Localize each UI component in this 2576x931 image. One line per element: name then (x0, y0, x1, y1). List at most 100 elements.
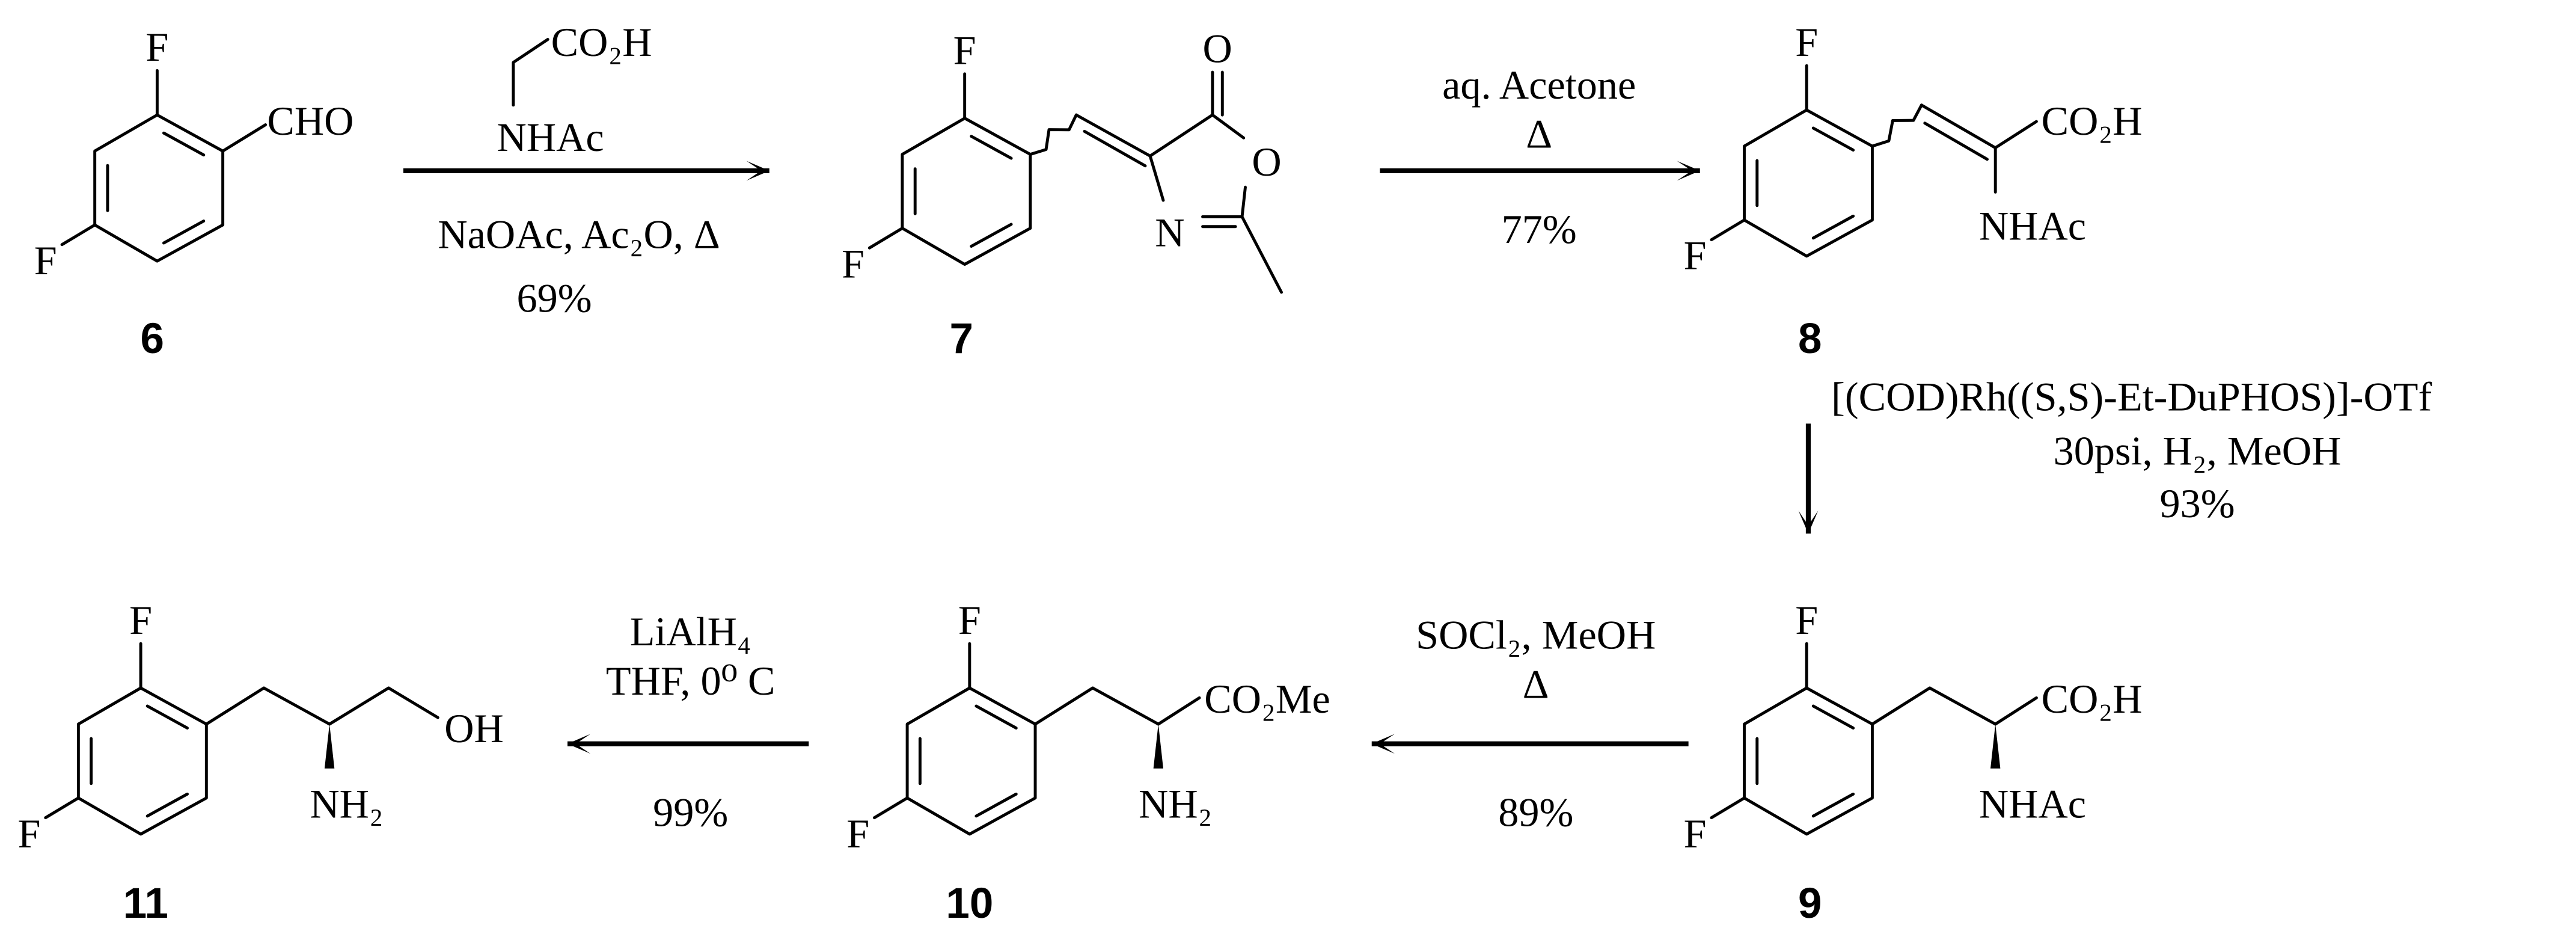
arrow-head (1371, 734, 1395, 754)
wedge-bond (324, 724, 335, 769)
c-f-bond (873, 796, 909, 820)
benzene-ring (1743, 108, 1874, 258)
arrow-head (1798, 511, 1819, 534)
double-bond-inner (974, 792, 1018, 818)
bond (1157, 696, 1201, 726)
fluorine-atom: F (953, 27, 976, 73)
reagent-group: NHAc (497, 114, 604, 160)
fluorine-atom: F (34, 238, 57, 283)
reaction-conditions: 30psi, H₂, MeOH (2054, 428, 2342, 474)
acetamido-group: NHAc (1979, 203, 2086, 249)
reaction-yield: 77% (1502, 206, 1577, 252)
reaction-conditions: aq. Acetone (1442, 62, 1636, 108)
amino-group: NH₂ (1139, 781, 1212, 827)
double-bond-inner (1811, 126, 1855, 152)
fluorine-atom: F (1795, 597, 1818, 643)
acetamido-group: NHAc (1979, 781, 2086, 827)
wavy-bond (1870, 103, 1923, 148)
reaction-conditions: [(COD)Rh((S,S)-Et-DuPHOS)]-OTf (1831, 374, 2432, 420)
bond (204, 686, 266, 726)
fluorine-atom: F (1684, 233, 1707, 278)
reaction-yield: 89% (1498, 789, 1573, 835)
bond (1148, 113, 1214, 158)
aldehyde-group: CHO (267, 98, 353, 144)
bond (221, 123, 268, 153)
methyl-ester-group: CO₂Me (1204, 676, 1330, 722)
double-bond-inner (162, 131, 206, 157)
bond (1148, 154, 1165, 202)
c-f-bond (60, 223, 97, 247)
compound-8: F F CO₂H NHAc 8 (1684, 19, 2143, 363)
bond (1033, 686, 1095, 726)
compound-label: 8 (1798, 315, 1822, 363)
bond (1928, 686, 1997, 726)
fluorine-atom: F (958, 597, 981, 643)
double-bond-inner (162, 220, 206, 245)
double-bond-inner (970, 223, 1013, 248)
double-bond-inner (1811, 792, 1855, 818)
fluorine-atom: F (846, 811, 869, 856)
reaction-conditions: NaOAc, Ac₂O, Δ (438, 211, 720, 257)
c-f-bond (1710, 218, 1746, 242)
benzene-ring (905, 686, 1037, 836)
fluorine-atom: F (129, 597, 152, 643)
reaction-arrow-8-9: [(COD)Rh((S,S)-Et-DuPHOS)]-OTf 30psi, H₂,… (1798, 374, 2432, 534)
double-bond-inner (1923, 121, 1989, 161)
double-bond-inner (145, 704, 189, 730)
bond (1870, 686, 1932, 726)
bond (1993, 120, 2038, 150)
ring-oxygen: O (1252, 139, 1281, 185)
wavy-bond (1029, 113, 1078, 156)
compound-label: 9 (1798, 880, 1822, 927)
benzene-ring (93, 113, 225, 263)
compound-label: 6 (140, 315, 164, 363)
reaction-conditions: THF, 0⁰ C (606, 658, 776, 704)
c-f-bond (1710, 796, 1746, 820)
methyl-bond (1240, 215, 1283, 294)
fluorine-atom: F (1684, 811, 1707, 856)
reaction-conditions: LiAlH₄ (630, 609, 751, 654)
c-f-bond (867, 227, 904, 250)
fluorine-atom: F (1795, 19, 1818, 65)
bond (328, 686, 390, 726)
carboxylic-acid-group: CO₂H (2042, 98, 2143, 144)
wedge-bond (1153, 724, 1164, 769)
bond (1091, 686, 1160, 726)
bond (262, 686, 331, 726)
glycine-chain (512, 38, 549, 107)
bond (1993, 696, 2038, 726)
carbonyl-oxygen: O (1202, 26, 1232, 72)
hydroxyl-group: OH (444, 705, 504, 751)
bond (387, 686, 439, 719)
wedge-bond (1990, 724, 2001, 769)
fluorine-atom: F (145, 24, 168, 70)
amino-group: NH₂ (310, 781, 383, 827)
compound-label: 11 (123, 880, 168, 927)
arrow-head (1677, 161, 1700, 181)
compound-label: 7 (949, 315, 973, 363)
reagent-group: CO₂H (551, 19, 652, 65)
compound-label: 10 (946, 880, 993, 927)
double-bond-inner (1083, 129, 1147, 168)
benzene-ring (76, 686, 208, 836)
reaction-yield: 99% (653, 789, 728, 835)
fluorine-atom: F (17, 811, 40, 856)
double-bond-inner (970, 135, 1013, 160)
double-bond-inner (145, 792, 189, 818)
double-bond-inner (974, 704, 1018, 730)
reaction-yield: 93% (2159, 481, 2235, 526)
reaction-conditions: Δ (1523, 661, 1549, 707)
double-bond-inner (1811, 214, 1855, 240)
fluorine-atom: F (842, 241, 864, 286)
reaction-conditions: Δ (1526, 111, 1552, 157)
bond (1240, 185, 1247, 218)
c-f-bond (44, 796, 80, 820)
reaction-conditions: SOCl₂, MeOH (1416, 612, 1656, 657)
bond (1074, 113, 1152, 158)
